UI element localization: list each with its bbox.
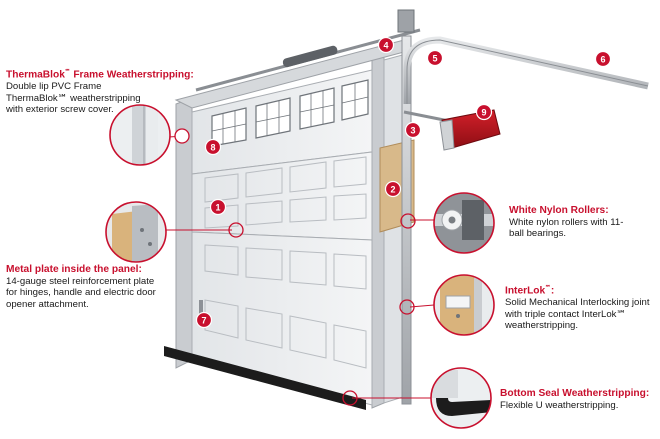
- garage-door-illustration: [164, 9, 649, 410]
- marker-label-2: 2: [390, 185, 395, 195]
- callout-interlok: InterLok℠: Solid Mechanical Interlocking…: [505, 285, 655, 331]
- callout-thermablok: ThermaBlok℠ Frame Weatherstripping: Doub…: [6, 69, 196, 115]
- target-ring-bottom-seal: [342, 390, 358, 406]
- marker-4: 4: [377, 36, 395, 54]
- callout-bottom-seal-title: Bottom Seal Weatherstripping:: [500, 388, 650, 399]
- marker-label-1: 1: [215, 203, 220, 213]
- callout-bottom-seal: Bottom Seal Weatherstripping: Flexible U…: [500, 388, 658, 411]
- marker-9: 9: [475, 103, 493, 121]
- callout-bottom-seal-description: Flexible U weatherstripping.: [500, 400, 619, 412]
- bottom-seal-detail-icon: [430, 367, 492, 429]
- callout-metal-plate: Metal plate inside the panel: 14-gauge s…: [6, 264, 178, 310]
- callout-rollers: White Nylon Rollers: White nylon rollers…: [509, 205, 649, 240]
- callout-interlok-title: InterLok℠:: [505, 285, 555, 297]
- marker-5: 5: [426, 49, 444, 67]
- marker-1: 1: [209, 198, 227, 216]
- callout-rollers-title: White Nylon Rollers:: [509, 205, 609, 216]
- callout-interlok-description: Solid Mechanical Interlocking joint with…: [505, 297, 650, 332]
- marker-label-9: 9: [481, 108, 486, 118]
- callout-metal-plate-description: 14-gauge steel reinforcement plate for h…: [6, 276, 156, 310]
- marker-6: 6: [594, 50, 612, 68]
- marker-7: 7: [195, 311, 213, 329]
- callout-rollers-description: White nylon rollers with 11-ball bearing…: [509, 217, 624, 240]
- marker-label-6: 6: [600, 55, 605, 65]
- marker-label-3: 3: [410, 126, 415, 136]
- marker-label-4: 4: [383, 41, 388, 51]
- target-ring-thermablok: [174, 128, 190, 144]
- marker-label-8: 8: [210, 143, 215, 153]
- callout-metal-plate-title: Metal plate inside the panel:: [6, 264, 142, 275]
- interlok-detail-icon: [433, 274, 495, 336]
- number-markers: 1 2 3 4 5 6 7 8 9: [195, 36, 612, 329]
- marker-label-7: 7: [201, 316, 206, 326]
- target-ring-interlok: [399, 299, 415, 315]
- target-ring-rollers: [400, 213, 416, 229]
- callout-thermablok-title: ThermaBlok℠ Frame Weatherstripping:: [6, 69, 194, 81]
- callout-thermablok-description: Double lip PVC Frame ThermaBlok℠ weather…: [6, 81, 141, 116]
- target-ring-metal-plate: [228, 222, 244, 238]
- thermablok-detail-icon: [109, 104, 171, 166]
- marker-3: 3: [404, 121, 422, 139]
- roller-detail-icon: [433, 192, 495, 254]
- marker-2: 2: [384, 180, 402, 198]
- metal-plate-detail-icon: [105, 201, 167, 263]
- marker-8: 8: [204, 138, 222, 156]
- marker-label-5: 5: [432, 54, 437, 64]
